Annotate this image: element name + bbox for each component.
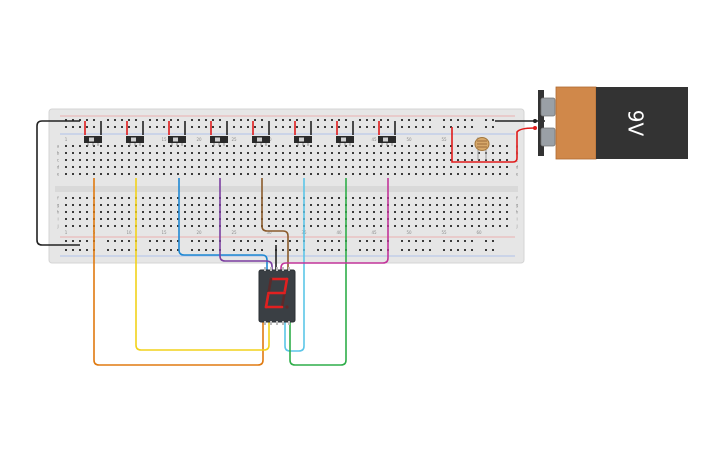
wire-green[interactable] bbox=[289, 178, 347, 366]
row-label: e bbox=[57, 172, 60, 177]
wire-magenta[interactable] bbox=[280, 178, 389, 270]
column-label: 15 bbox=[161, 137, 167, 142]
column-label: 40 bbox=[336, 230, 342, 235]
slide-switch[interactable] bbox=[294, 121, 312, 146]
slide-switch[interactable] bbox=[378, 121, 396, 146]
row-label: f bbox=[57, 196, 59, 201]
column-label: 55 bbox=[441, 137, 447, 142]
breadboard-holes bbox=[65, 119, 508, 251]
row-label: h bbox=[57, 210, 60, 215]
seven-segment-display[interactable] bbox=[258, 267, 296, 325]
column-label: 15 bbox=[161, 230, 167, 235]
wire-orange[interactable] bbox=[93, 178, 264, 366]
column-label: 20 bbox=[196, 230, 202, 235]
column-label: 55 bbox=[441, 230, 447, 235]
display-segments bbox=[264, 277, 289, 309]
column-label: 50 bbox=[406, 137, 412, 142]
wire-black-left[interactable] bbox=[36, 120, 80, 246]
column-label: 1 bbox=[65, 137, 68, 142]
slide-switch[interactable] bbox=[336, 121, 354, 146]
row-label: j bbox=[56, 224, 58, 229]
battery-label: 9V bbox=[624, 110, 648, 137]
column-label: 45 bbox=[371, 230, 377, 235]
column-label: 1 bbox=[65, 230, 68, 235]
row-label: a bbox=[57, 144, 60, 149]
column-label: 30 bbox=[266, 230, 272, 235]
photoresistor[interactable] bbox=[474, 137, 490, 161]
column-label: 50 bbox=[406, 230, 412, 235]
wire-blue[interactable] bbox=[178, 178, 268, 270]
wires bbox=[36, 120, 545, 366]
column-label: 60 bbox=[476, 230, 482, 235]
row-label: i bbox=[57, 217, 58, 222]
segment-c bbox=[280, 291, 286, 309]
column-label: 25 bbox=[231, 137, 237, 142]
segment-e bbox=[264, 291, 270, 309]
row-label: c bbox=[57, 158, 59, 163]
column-label: 45 bbox=[371, 137, 377, 142]
row-label: b bbox=[57, 151, 60, 156]
column-label: 20 bbox=[196, 137, 202, 142]
slide-switch[interactable] bbox=[84, 121, 102, 146]
slide-switches bbox=[84, 121, 396, 146]
row-label: j bbox=[515, 224, 517, 229]
row-label: i bbox=[516, 217, 517, 222]
wire-lightblue[interactable] bbox=[284, 178, 305, 352]
wire-yellow[interactable] bbox=[135, 178, 270, 351]
segment-f bbox=[267, 277, 273, 295]
wire-purple[interactable] bbox=[219, 178, 273, 270]
segment-b bbox=[283, 277, 289, 295]
slide-switch[interactable] bbox=[210, 121, 228, 146]
row-label: e bbox=[516, 172, 519, 177]
wire-brown[interactable] bbox=[261, 178, 289, 270]
column-label: 10 bbox=[126, 230, 132, 235]
row-label: g bbox=[516, 203, 519, 208]
slide-switch[interactable] bbox=[126, 121, 144, 146]
row-label: f bbox=[516, 196, 518, 201]
wire-red-battery[interactable] bbox=[451, 127, 535, 163]
segment-dp bbox=[285, 305, 289, 309]
column-label: 25 bbox=[231, 230, 237, 235]
row-label: h bbox=[516, 210, 519, 215]
slide-switch[interactable] bbox=[168, 121, 186, 146]
row-label: d bbox=[57, 165, 60, 170]
row-label: d bbox=[516, 165, 519, 170]
row-label: g bbox=[57, 203, 60, 208]
slide-switch[interactable] bbox=[252, 121, 270, 146]
battery-9v[interactable]: 9V bbox=[533, 86, 688, 160]
